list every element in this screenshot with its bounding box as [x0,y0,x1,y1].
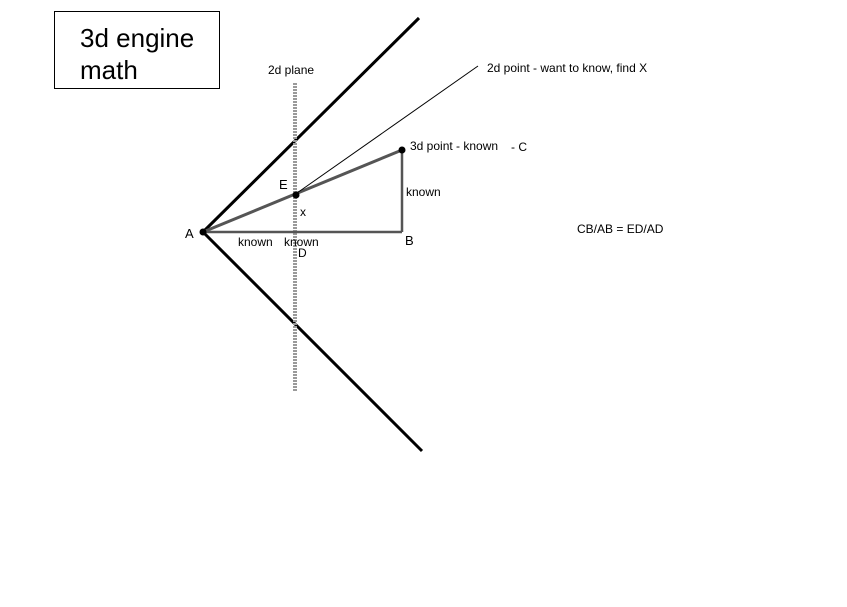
point-b-label: B [405,233,414,248]
target-label: 2d point - want to know, find X [487,61,647,75]
segment-ac [202,148,403,234]
diagram-title: 3d engine math [80,23,195,85]
frustum-upper-line [201,16,421,234]
known-db-label: known [284,235,319,249]
point-d-label: D [298,246,307,260]
pointer-line [296,65,479,194]
point-c [398,146,406,154]
point-a [199,228,207,236]
frustum-lower-line [201,230,424,453]
point-c-label: - C [511,140,527,154]
point-e-label: E [279,177,288,192]
x-label: x [300,205,306,219]
title-box: 3d engine math [54,11,220,89]
point-e [292,191,300,199]
plane-label: 2d plane [268,63,314,77]
point3d-label: 3d point - known [410,139,498,153]
known-ad-label: known [238,235,273,249]
point-a-label: A [185,226,194,241]
known-cb-label: known [406,185,441,199]
formula-label: CB/AB = ED/AD [577,222,664,236]
